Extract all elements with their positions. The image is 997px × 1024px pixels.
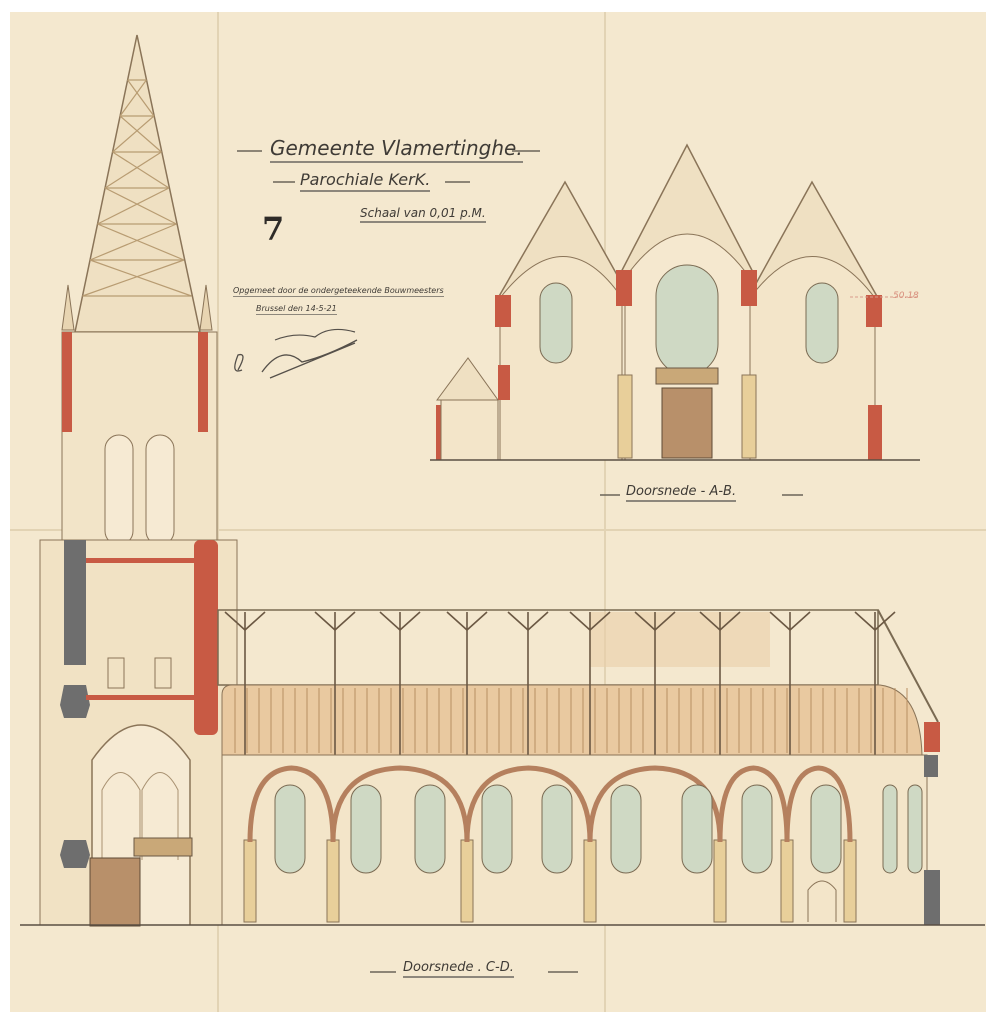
truss-brace [589,611,611,631]
truss-brace [569,611,591,631]
sheet-subtitle: Parochiale KerK. [300,170,431,192]
window [274,784,306,874]
column [713,839,727,923]
truss-brace [224,611,246,631]
belfry [61,331,218,563]
truss-brace [874,611,896,631]
column [460,839,474,923]
main-door [661,387,713,459]
truss-member [97,223,185,261]
truss-brace [399,611,421,631]
arcade-arch [717,765,790,843]
surveyed-by: Opgemeet door de ondergeteekende Bouwmee… [233,286,444,297]
window [681,784,713,874]
truss-brace [654,611,676,631]
truss-member [89,259,192,297]
window [350,784,382,874]
belfry-window [104,434,134,546]
section-ab-label: Doorsnede - A-B. [626,484,737,502]
truss-brace [379,611,401,631]
truss-brace [854,611,876,631]
arcade-arch [784,765,853,843]
window [610,784,642,874]
truss-member [127,79,155,117]
west-window [655,264,719,376]
truss-brace [634,611,656,631]
column [583,839,597,923]
scale-label: Schaal van 0,01 p.M. [360,206,486,223]
window [741,784,773,874]
place-date: Brussel den 14-5-21 [256,304,337,315]
truss-member [97,187,170,225]
arcade-arch [587,765,723,843]
signature [274,328,356,341]
belfry-window [145,434,175,546]
truss-member [119,79,147,117]
truss-member [119,115,162,153]
truss-brace [507,611,529,631]
truss-brace [769,611,791,631]
column [326,839,340,923]
column [243,839,257,923]
tower-wall-grey [64,540,86,665]
balcony [133,837,193,857]
truss-brace [314,611,336,631]
window [805,282,839,364]
section-cd-label: Doorsnede . C-D. [403,960,514,978]
truss-member [104,187,177,225]
column [780,839,794,923]
arcade-arch [464,765,593,843]
sheet-number: 7 [262,210,285,248]
window [539,282,573,364]
truss-member [112,151,170,189]
sheet-title: Gemeente Vlamertinghe. [270,136,523,163]
arcade-arch [247,765,336,843]
truss-member [89,223,177,261]
window [414,784,446,874]
truss-member [112,115,155,153]
level-annotation: 50.18 [893,291,919,301]
window [481,784,513,874]
window [541,784,573,874]
tower-section [39,34,238,927]
column [843,839,857,923]
arcade-arch [330,765,470,843]
truss-brace [789,611,811,631]
truss-brace [719,611,741,631]
section-ab [430,143,920,461]
truss-brace [334,611,356,631]
signature [234,339,358,379]
vault [221,684,923,756]
window [882,784,898,874]
truss-brace [244,611,266,631]
tower-wall-red [198,332,208,432]
tower-door [89,857,141,927]
tower-wall-red [194,540,218,735]
window [810,784,842,874]
truss-brace [699,611,721,631]
truss-brace [527,611,549,631]
window [907,784,923,874]
truss-brace [446,611,468,631]
tower-wall-red [62,332,72,432]
section-cd [20,609,985,926]
truss-brace [466,611,488,631]
truss-member [104,151,162,189]
truss-member [82,259,185,297]
